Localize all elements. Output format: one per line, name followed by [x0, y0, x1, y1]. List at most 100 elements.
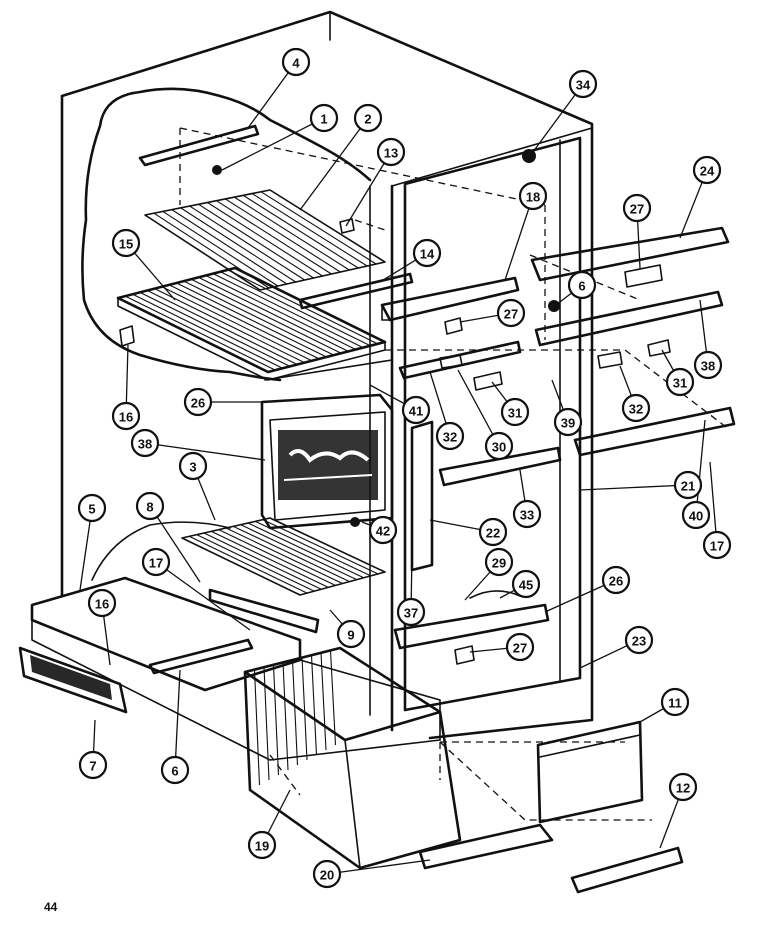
rail-upper-left [138, 124, 260, 167]
leader-line [155, 561, 251, 631]
callout-number: 37 [404, 606, 418, 621]
callout-45: 45 [511, 569, 541, 599]
callout-number: 19 [255, 839, 269, 854]
callout-number: 11 [668, 696, 682, 711]
callout-number: 5 [88, 502, 95, 517]
callout-38: 38 [693, 350, 723, 380]
callout-circle [702, 530, 732, 560]
callout-38: 38 [130, 428, 160, 458]
callout-number: 3 [189, 460, 196, 475]
callout-18: 18 [518, 181, 548, 211]
callout-circle [247, 830, 277, 860]
callout-40: 40 [681, 500, 711, 530]
callout-27: 27 [622, 193, 652, 223]
leader-line [504, 195, 534, 281]
callout-number: 31 [673, 376, 687, 391]
rail-upper-right [298, 272, 414, 310]
leader-line [579, 484, 689, 491]
callout-circle [353, 103, 383, 133]
callout-11: 11 [660, 687, 690, 717]
callout-32: 32 [435, 421, 465, 451]
callout-26: 26 [183, 387, 213, 417]
callout-number: 38 [138, 437, 152, 452]
callout-number: 26 [609, 574, 623, 589]
callout-circle [668, 772, 698, 802]
callout-27: 27 [496, 298, 526, 328]
callout-19: 19 [247, 830, 277, 860]
leader-line [457, 369, 500, 447]
ice-tray-compartment [260, 393, 394, 530]
callout-circle [484, 547, 514, 577]
callout-number: 40 [689, 509, 703, 524]
callout-number: 27 [504, 307, 518, 322]
callout-6: 6 [567, 270, 597, 300]
callout-number: 2 [364, 112, 371, 127]
callout-7: 7 [78, 750, 108, 780]
leader-line [221, 117, 325, 171]
callout-17: 17 [702, 530, 732, 560]
callout-circle [396, 597, 426, 627]
callout-8: 8 [135, 491, 165, 521]
callout-17: 17 [141, 547, 171, 577]
callout-circle [484, 431, 514, 461]
callout-1: 1 [309, 103, 339, 133]
callout-27: 27 [505, 632, 535, 662]
callout-circle [681, 500, 711, 530]
callout-number: 38 [701, 359, 715, 374]
callout-number: 17 [149, 556, 163, 571]
freezer-wire-shelf-main [116, 266, 387, 381]
callout-number: 8 [146, 500, 153, 515]
callout-circle [111, 401, 141, 431]
base-panels [418, 720, 684, 894]
clip-13 [339, 218, 355, 234]
callout-12: 12 [668, 772, 698, 802]
callout-number: 4 [292, 56, 300, 71]
callout-number: 34 [576, 78, 591, 93]
callout-number: 42 [376, 524, 390, 539]
callout-circle [376, 137, 406, 167]
leader-line [326, 859, 431, 875]
callout-29: 29 [484, 547, 514, 577]
callout-6: 6 [160, 755, 190, 785]
callout-42: 42 [368, 515, 398, 545]
callout-circle [478, 517, 508, 547]
callout-circle [309, 103, 339, 133]
callout-41: 41 [401, 395, 431, 425]
callout-26: 26 [601, 565, 631, 595]
callout-circle [568, 69, 598, 99]
door-gasket [81, 87, 372, 382]
callout-circle [141, 547, 171, 577]
trim-strip-8 [208, 588, 320, 634]
callout-number: 29 [492, 556, 506, 571]
callout-number: 20 [320, 868, 334, 883]
callout-number: 27 [513, 641, 527, 656]
callout-number: 21 [681, 479, 695, 494]
callout-number: 7 [89, 759, 96, 774]
callout-circle [130, 428, 160, 458]
callout-39: 39 [553, 407, 583, 437]
leader-line [144, 442, 266, 461]
callout-number: 30 [492, 440, 506, 455]
assembly-guide-lines [179, 127, 731, 821]
callout-number: 17 [710, 539, 724, 554]
callout-circle [281, 47, 311, 77]
callout-circle [553, 407, 583, 437]
callout-15: 15 [111, 228, 141, 258]
callout-number: 14 [420, 247, 435, 262]
callout-33: 33 [512, 499, 542, 529]
callout-31: 31 [665, 367, 695, 397]
callout-number: 18 [526, 190, 540, 205]
callout-number: 1 [320, 112, 327, 127]
callout-number: 15 [119, 237, 133, 252]
callout-number: 12 [676, 781, 690, 796]
callout-circle [401, 395, 431, 425]
callout-circle [624, 625, 654, 655]
callout-circle [601, 565, 631, 595]
callout-30: 30 [484, 431, 514, 461]
callout-number: 41 [409, 404, 423, 419]
callout-circle [412, 238, 442, 268]
callout-22: 22 [478, 517, 508, 547]
callout-number: 32 [629, 402, 643, 417]
leader-line [149, 505, 201, 583]
